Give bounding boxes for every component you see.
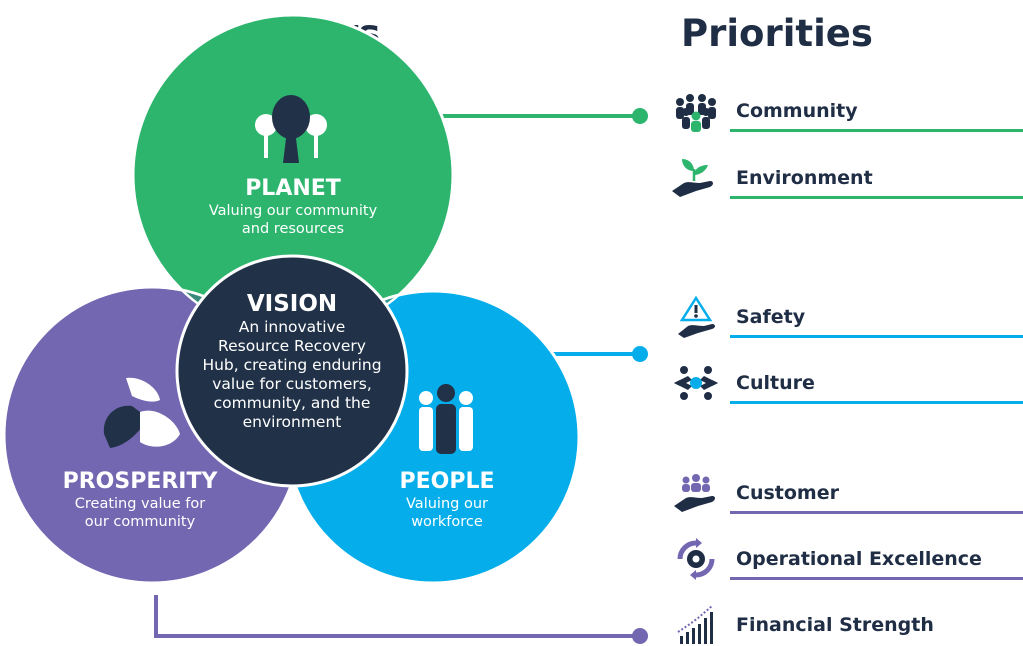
vision-line-6: environment xyxy=(242,413,342,431)
community-icon xyxy=(676,94,716,132)
vision-line-5: community, and the xyxy=(213,394,371,412)
people-title: PEOPLE xyxy=(399,469,495,494)
priority-environment-underline xyxy=(730,196,1023,199)
priority-culture-label: Culture xyxy=(736,372,815,394)
planet-title: PLANET xyxy=(245,176,341,201)
planet-connector-dot xyxy=(632,108,648,124)
people-icon xyxy=(419,384,473,454)
vision-title: VISION xyxy=(246,291,338,317)
prosperity-subtitle-line-2: our community xyxy=(84,514,196,530)
prosperity-connector-dot xyxy=(632,628,648,644)
priority-operational-excellence: Operational Excellence xyxy=(670,538,1023,580)
plant-hand-icon xyxy=(672,159,713,197)
priority-community-underline xyxy=(730,129,1023,132)
priority-environment-label: Environment xyxy=(736,167,873,189)
planet-subtitle-line-1: Valuing our community xyxy=(208,203,378,219)
priority-financial-strength-label: Financial Strength xyxy=(736,614,934,636)
warning-hand-icon xyxy=(678,296,715,338)
priority-community: Community xyxy=(670,90,1023,132)
prosperity-text: PROSPERITY Creating value for our commun… xyxy=(40,469,240,531)
vision-line-2: Resource Recovery xyxy=(218,337,366,355)
priority-operational-excellence-underline xyxy=(730,577,1023,580)
prosperity-connector-line xyxy=(154,595,640,638)
vision-text: VISION An innovative Resource Recovery H… xyxy=(178,290,406,432)
hands-icon xyxy=(103,377,180,448)
growth-chart-icon xyxy=(677,605,713,644)
planet-text: PLANET Valuing our community and resourc… xyxy=(173,176,413,238)
priority-community-label: Community xyxy=(736,100,858,122)
vision-line-4: value for customers, xyxy=(212,375,372,393)
people-subtitle-line-2: workforce xyxy=(411,514,483,530)
priorities-heading: Priorities xyxy=(681,12,873,55)
priority-customer: Customer xyxy=(670,472,1023,514)
trees-icon xyxy=(255,95,327,163)
vision-line-1: An innovative xyxy=(238,318,346,336)
planet-subtitle-line-2: and resources xyxy=(241,221,345,237)
priority-safety: Safety xyxy=(670,296,1023,338)
people-connector-dot xyxy=(632,346,648,362)
priority-safety-underline xyxy=(730,335,1023,338)
gear-cycle-icon xyxy=(677,538,715,580)
priority-financial-strength: Financial Strength xyxy=(670,604,1023,646)
priority-culture-underline xyxy=(730,401,1023,404)
people-text: PEOPLE Valuing our workforce xyxy=(372,469,522,531)
priority-culture: Culture xyxy=(670,362,1023,404)
priority-customer-label: Customer xyxy=(736,482,839,504)
priority-operational-excellence-label: Operational Excellence xyxy=(736,548,982,570)
prosperity-title: PROSPERITY xyxy=(62,469,218,494)
priority-customer-underline xyxy=(730,511,1023,514)
culture-icon xyxy=(674,366,718,400)
vision-line-3: Hub, creating enduring xyxy=(202,356,382,374)
prosperity-subtitle-line-1: Creating value for xyxy=(74,496,206,512)
priority-environment: Environment xyxy=(670,157,1023,199)
vision-circle xyxy=(175,254,409,488)
priority-safety-label: Safety xyxy=(736,306,806,328)
customer-hand-icon xyxy=(674,474,715,512)
people-subtitle-line-1: Valuing our xyxy=(406,496,488,512)
